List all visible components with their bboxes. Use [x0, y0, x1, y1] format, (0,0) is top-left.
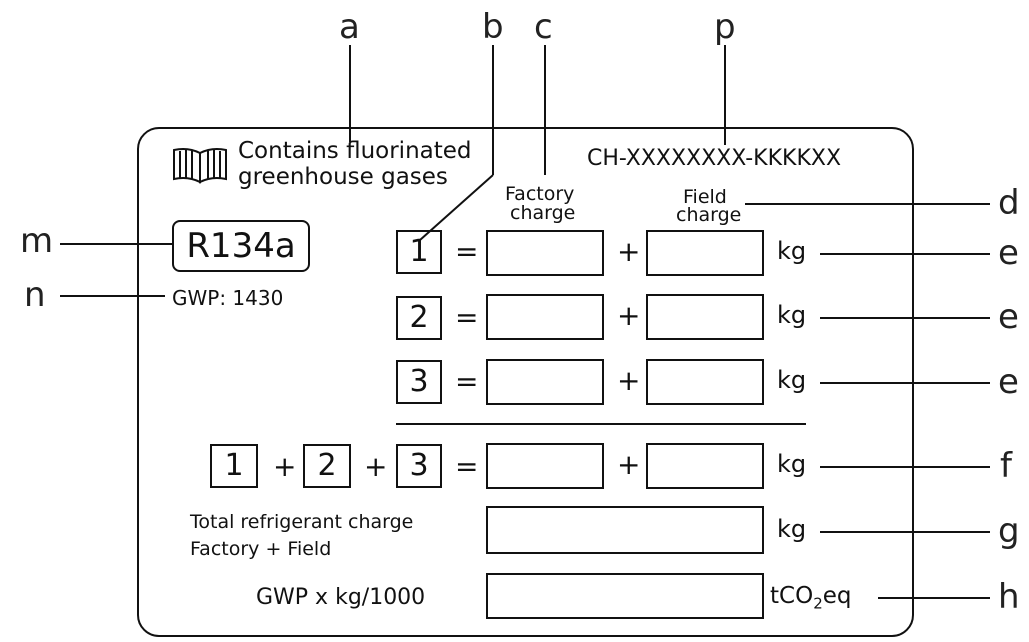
field-header-line-1: Field	[683, 186, 727, 208]
callout-d: d	[998, 183, 1020, 223]
factory-header-line-1: Factory	[505, 183, 575, 205]
unit-tco2eq: tCO2eq	[770, 584, 851, 616]
field-charge-field-1[interactable]	[646, 230, 764, 276]
total-charge-label-line-1: Total refrigerant charge	[190, 511, 414, 533]
refrigerant-name: R134a	[172, 220, 310, 272]
equals-sign: =	[455, 235, 479, 268]
label-frame	[137, 127, 914, 637]
factory-charge-field-3[interactable]	[486, 359, 604, 405]
equals-sign: =	[455, 450, 479, 483]
callout-e1: e	[998, 233, 1019, 273]
divider	[396, 423, 806, 425]
factory-charge-total-field[interactable]	[486, 443, 604, 489]
total-charge-field[interactable]	[486, 506, 764, 554]
unit-kg: kg	[777, 237, 807, 265]
callout-f: f	[1000, 446, 1012, 486]
unit-tco2eq-sub: 2	[813, 594, 823, 613]
warning-line-2: greenhouse gases	[238, 164, 448, 190]
field-header-line-2: charge	[676, 204, 742, 226]
plus-sign: +	[617, 448, 641, 481]
callout-g: g	[998, 511, 1020, 551]
callout-n: n	[24, 275, 46, 315]
factory-header-line-2: charge	[510, 202, 576, 224]
plus-sign: +	[273, 450, 297, 483]
callout-p: p	[714, 7, 736, 47]
unit-tco2eq-suffix: eq	[822, 583, 852, 609]
callout-b: b	[482, 7, 504, 47]
factory-charge-field-2[interactable]	[486, 294, 604, 340]
sum-circuit-1: 1	[210, 444, 258, 488]
plus-sign: +	[617, 364, 641, 397]
callout-e3: e	[998, 362, 1019, 402]
plus-sign: +	[617, 299, 641, 332]
field-charge-field-2[interactable]	[646, 294, 764, 340]
callout-h: h	[998, 577, 1020, 617]
unit-kg: kg	[777, 301, 807, 329]
sum-circuit-2: 2	[303, 444, 351, 488]
gwp-formula-label: GWP x kg/1000	[256, 585, 426, 610]
unit-tco2eq-prefix: tCO	[770, 583, 814, 609]
callout-e2: e	[998, 297, 1019, 337]
gwp-value: GWP: 1430	[172, 286, 284, 310]
serial-number: CH-XXXXXXXX-KKKKXX	[587, 146, 842, 171]
callout-m: m	[20, 221, 54, 261]
equals-sign: =	[455, 365, 479, 398]
callout-a: a	[339, 7, 360, 47]
plus-sign: +	[364, 450, 388, 483]
field-charge-field-3[interactable]	[646, 359, 764, 405]
circuit-number-1: 1	[396, 230, 442, 274]
warning-line-1: Contains fluorinated	[238, 138, 472, 164]
factory-charge-field-1[interactable]	[486, 230, 604, 276]
circuit-number-3: 3	[396, 360, 442, 404]
unit-kg: kg	[777, 450, 807, 478]
sum-circuit-3: 3	[396, 444, 442, 488]
field-charge-total-field[interactable]	[646, 443, 764, 489]
callout-c: c	[534, 7, 553, 47]
leader-b-diag	[419, 174, 494, 241]
unit-kg: kg	[777, 515, 807, 543]
total-charge-label-line-2: Factory + Field	[190, 538, 332, 560]
circuit-number-2: 2	[396, 296, 442, 340]
plus-sign: +	[617, 235, 641, 268]
unit-kg: kg	[777, 366, 807, 394]
open-book-icon	[173, 148, 227, 184]
co2-equivalent-field[interactable]	[486, 573, 764, 619]
equals-sign: =	[455, 301, 479, 334]
